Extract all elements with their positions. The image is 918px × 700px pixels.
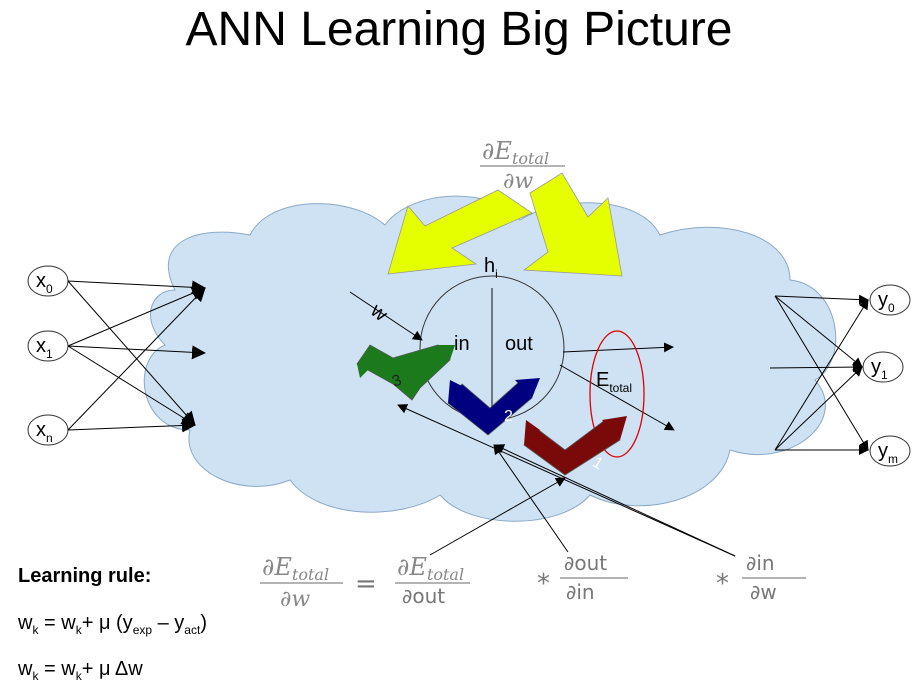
svg-text:∂in: ∂in xyxy=(746,551,775,575)
input-xn: xn xyxy=(27,414,69,446)
hidden-node-label: hi xyxy=(484,255,498,281)
red-step-arrow xyxy=(523,416,627,476)
chain-rule-equation: ∂Etotal ∂w = ∂Etotal ∂out * ∂out ∂in * ∂… xyxy=(260,551,806,612)
svg-text:*: * xyxy=(537,569,550,599)
svg-text:∂in: ∂in xyxy=(566,580,595,604)
svg-text:=: = xyxy=(355,569,377,599)
blue-step-arrow xyxy=(447,378,540,436)
output-ym: ym xyxy=(869,435,911,467)
output-connections xyxy=(769,294,869,455)
svg-text:y0: y0 xyxy=(878,289,895,315)
output-y1: y1 xyxy=(862,351,904,383)
svg-text:∂out: ∂out xyxy=(564,551,607,575)
hidden-in-label: in xyxy=(454,333,470,355)
output-y0: y0 xyxy=(869,284,911,316)
svg-text:xn: xn xyxy=(36,419,53,445)
step-number-2: 2 xyxy=(504,408,513,425)
gradient-arrows xyxy=(387,172,623,277)
svg-text:∂Etotal: ∂Etotal xyxy=(482,137,549,168)
svg-text:x1: x1 xyxy=(36,335,53,361)
learning-rule-line-2: wk = wk+ μ Δw xyxy=(18,658,143,683)
hidden-out-label: out xyxy=(505,333,533,355)
page-title: ANN Learning Big Picture xyxy=(185,3,733,56)
svg-text:∂Etotal: ∂Etotal xyxy=(397,553,464,584)
top-gradient-formula: ∂Etotal ∂w xyxy=(480,137,565,194)
svg-text:∂w: ∂w xyxy=(280,587,310,612)
svg-text:∂w: ∂w xyxy=(750,580,777,604)
svg-text:x0: x0 xyxy=(36,270,53,296)
svg-text:∂Etotal: ∂Etotal xyxy=(262,553,329,584)
input-x0: x0 xyxy=(27,265,69,297)
input-connections xyxy=(67,280,206,433)
svg-text:y1: y1 xyxy=(871,356,888,382)
learning-rule-heading: Learning rule: xyxy=(18,565,152,587)
internal-flow-arrows xyxy=(349,291,736,557)
input-x1: x1 xyxy=(27,330,69,362)
svg-text:*: * xyxy=(716,569,729,599)
error-highlight-ellipse xyxy=(589,330,645,458)
svg-text:∂w: ∂w xyxy=(503,169,533,194)
green-step-arrow xyxy=(356,344,455,401)
error-total-label: Etotal xyxy=(596,369,632,395)
learning-rule-line-1: wk = wk+ μ (yexp – yact) xyxy=(18,612,207,637)
svg-text:ym: ym xyxy=(878,440,898,466)
svg-text:∂out: ∂out xyxy=(402,584,445,608)
